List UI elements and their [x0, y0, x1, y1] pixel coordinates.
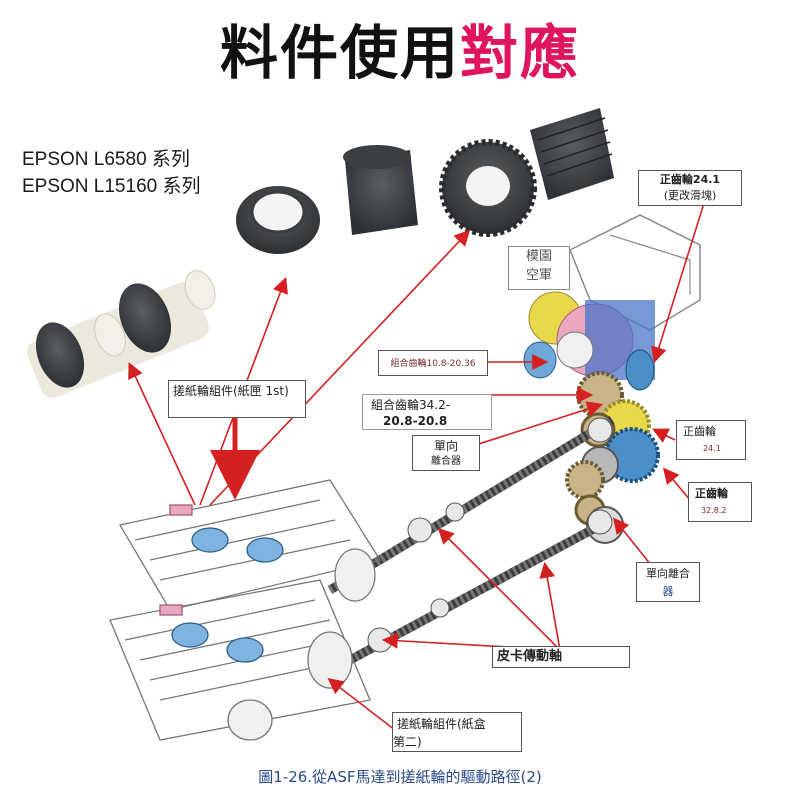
label-top-gear: 正齒輪24.1 (更改滑塊)	[638, 170, 742, 206]
model-item: EPSON L15160 系列	[22, 176, 201, 197]
roller-tire-4	[530, 108, 614, 200]
label-top-gear-sub: (更改滑塊)	[663, 189, 717, 202]
label-spur-24: 正齒輪 24.1	[676, 420, 746, 460]
roller-tire-2	[343, 145, 418, 235]
gear-train	[565, 371, 660, 544]
label-pickup-1st: 搓紙輪組件(紙匣 1st)	[168, 380, 306, 418]
label-combo-gear-small: 組合齒輪10.8-20.36	[378, 350, 488, 376]
roller-tire-3	[439, 139, 537, 237]
model-item: EPSON L6580 系列	[22, 149, 190, 170]
gearbox-housing	[523, 214, 701, 391]
label-oneway-right-line2: 器	[662, 585, 674, 598]
model-list: EPSON L6580 系列 EPSON L15160 系列	[22, 146, 200, 200]
label-oneway-clutch-line2: 離合器	[431, 456, 461, 467]
tray-frame-lower	[109, 579, 371, 741]
label-combo-gear-small-text: 組合齒輪10.8-20.36	[390, 359, 476, 369]
label-spur-32-line2: 32.8.2	[701, 506, 727, 515]
label-pickup-1st-text: 搓紙輪組件(紙匣 1st)	[173, 384, 289, 398]
title-part1: 料件使用	[219, 19, 460, 87]
label-oneway-clutch: 單向 離合器	[412, 435, 480, 471]
label-mode-partial: 模園 空軍	[508, 246, 570, 290]
label-spur-32: 正齒輪 32.8.2	[688, 482, 752, 522]
callout-arrows	[128, 199, 706, 731]
label-pickup-2nd-line2: 第二)	[393, 735, 422, 749]
label-spur-24-line1: 正齒輪	[683, 425, 716, 438]
label-pickup-2nd-line1: 搓紙輪組件(紙盒	[397, 717, 486, 731]
tray-frame-upper	[118, 479, 382, 611]
label-belt-drive-text: 皮卡傳動軸	[497, 649, 563, 664]
label-oneway-clutch-line1: 單向	[433, 439, 458, 453]
figure-caption: 圖1-26.從ASF馬達到搓紙輪的驅動路徑(2)	[258, 768, 542, 786]
label-belt-drive: 皮卡傳動軸	[492, 646, 630, 668]
label-spur-32-line1: 正齒輪	[695, 487, 728, 500]
label-pickup-2nd: 搓紙輪組件(紙盒 第二)	[392, 712, 522, 752]
label-mode-partial-line1: 模園	[525, 249, 552, 264]
label-spur-24-line2: 24.1	[703, 444, 721, 453]
pickup-roller-assembly	[26, 270, 216, 398]
label-combo-gear-big-line2: 20.8-20.8	[383, 414, 448, 428]
label-combo-gear-big: 組合齒輪34.2- 20.8-20.8	[362, 394, 492, 430]
title-part2: 對應	[460, 19, 581, 87]
page-title: 料件使用對應	[0, 18, 800, 88]
label-top-gear-text: 正齒輪24.1	[659, 173, 721, 186]
label-mode-partial-line2: 空軍	[525, 268, 552, 283]
label-oneway-right: 單向離合 器	[636, 562, 700, 602]
roller-tire-1	[236, 186, 320, 254]
label-combo-gear-big-line1: 組合齒輪34.2-	[371, 398, 451, 412]
label-oneway-right-line1: 單向離合	[646, 567, 690, 580]
